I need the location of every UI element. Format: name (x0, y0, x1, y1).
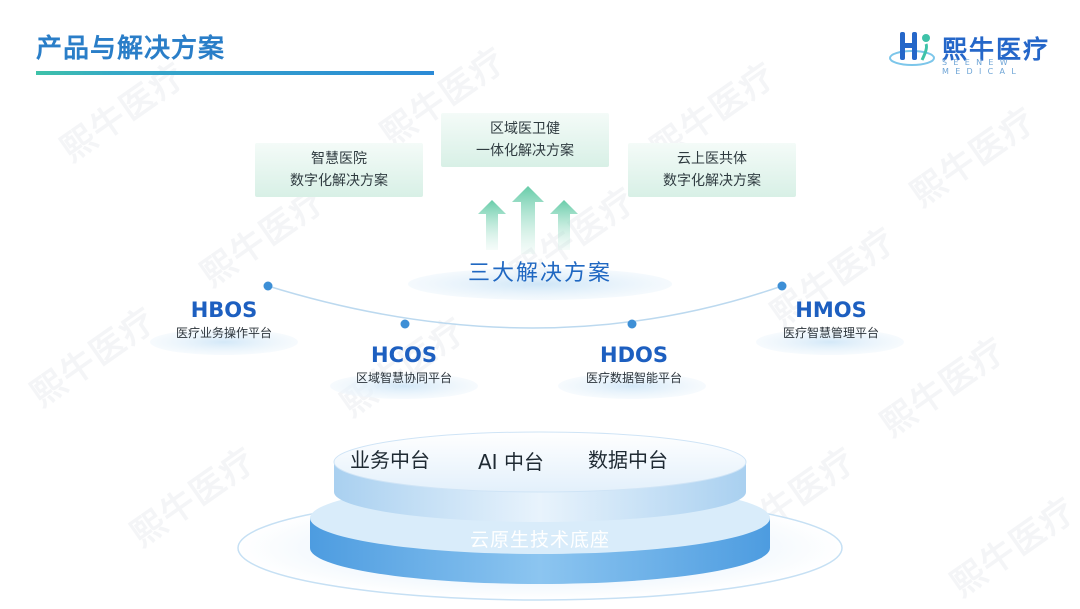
center-label-pedestal (405, 262, 675, 302)
solution-card-line1: 智慧医院 (311, 151, 367, 167)
middle-platform-data: 数据中台 (588, 448, 668, 472)
watermark-text: 熙牛医疗 (943, 489, 1080, 606)
platform-pedestals (0, 320, 1080, 410)
cloud-native-base-label: 云原生技术底座 (469, 529, 610, 551)
platform-desc: 医疗智慧管理平台 (782, 326, 879, 340)
solution-card-smart-hospital: 智慧医院 数字化解决方案 (255, 143, 423, 197)
platform-name: HCOS (371, 343, 437, 367)
platform-desc: 区域智慧协同平台 (355, 371, 452, 385)
base-platform-graphic (230, 420, 850, 605)
title-underline (36, 71, 434, 75)
page-title: 产品与解决方案 (36, 34, 226, 64)
watermark-text: 熙牛医疗 (53, 54, 195, 171)
platform-name: HMOS (795, 298, 867, 322)
solution-card-line2: 一体化解决方案 (476, 143, 574, 159)
platform-name: HDOS (600, 343, 668, 367)
platform-name: HBOS (190, 298, 258, 322)
solution-card-line2: 数字化解决方案 (290, 173, 388, 189)
watermark-text: 熙牛医疗 (903, 99, 1045, 216)
logo-mark-icon (888, 26, 940, 70)
platform-desc: 医疗业务操作平台 (175, 326, 272, 340)
up-arrows-icon (470, 180, 590, 260)
platform-hbos: HBOS 医疗业务操作平台 (144, 298, 304, 341)
logo-subtitle: SEENEW MEDICAL (942, 58, 1023, 76)
middle-platform-business: 业务中台 (350, 448, 430, 472)
platform-hdos: HDOS 医疗数据智能平台 (554, 343, 714, 386)
solution-card-cloud-medical: 云上医共体 数字化解决方案 (628, 143, 796, 197)
platform-hmos: HMOS 医疗智慧管理平台 (751, 298, 911, 341)
platform-desc: 医疗数据智能平台 (585, 371, 682, 385)
middle-platform-ai: AI 中台 (478, 450, 544, 474)
solution-card-regional-health: 区域医卫健 一体化解决方案 (441, 113, 609, 167)
platform-arc (0, 270, 1080, 350)
logo-text: 熙牛医疗 (942, 35, 1051, 64)
solution-card-line1: 云上医共体 (677, 151, 747, 167)
solution-card-line2: 数字化解决方案 (663, 173, 761, 189)
solution-card-line1: 区域医卫健 (490, 121, 560, 137)
platform-hcos: HCOS 区域智慧协同平台 (324, 343, 484, 386)
three-solutions-label: 三大解决方案 (467, 261, 612, 286)
